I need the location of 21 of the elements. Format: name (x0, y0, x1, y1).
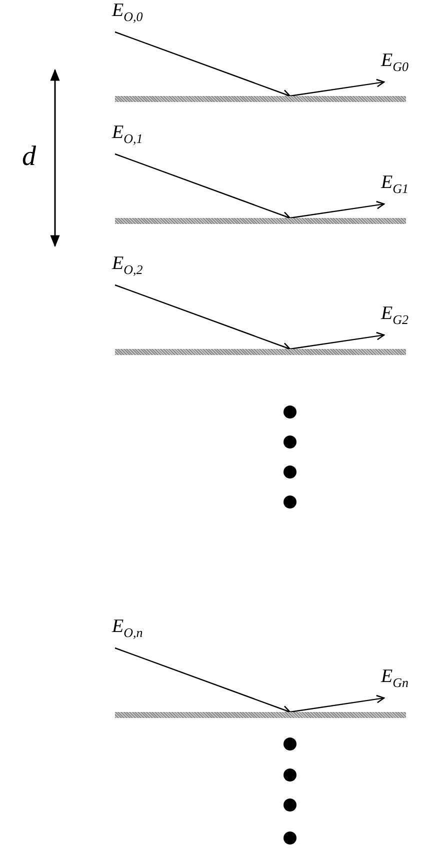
field-label: E$_{O,1}$ (112, 122, 143, 150)
arrow (290, 78, 385, 97)
field-label: E$_{G0}$ (381, 50, 408, 78)
arrow (290, 694, 385, 713)
dimension-label: d (22, 142, 36, 172)
field-label: E$_{O,0}$ (112, 0, 143, 28)
field-label: E$_{O,n}$ (112, 616, 143, 644)
arrow (114, 153, 291, 220)
reflecting-plane (115, 96, 406, 102)
arrow (114, 284, 291, 351)
field-label: E$_{G2}$ (381, 303, 408, 331)
field-label: E$_{G1}$ (381, 172, 408, 200)
field-label: E$_{O,2}$ (112, 253, 143, 281)
reflecting-plane (115, 218, 406, 224)
arrow (114, 31, 291, 98)
reflecting-plane (115, 712, 406, 718)
arrow (290, 200, 385, 219)
field-label: E$_{Gn}$ (381, 666, 408, 694)
reflecting-plane (115, 349, 406, 355)
arrow (114, 647, 291, 714)
arrow (290, 332, 385, 350)
